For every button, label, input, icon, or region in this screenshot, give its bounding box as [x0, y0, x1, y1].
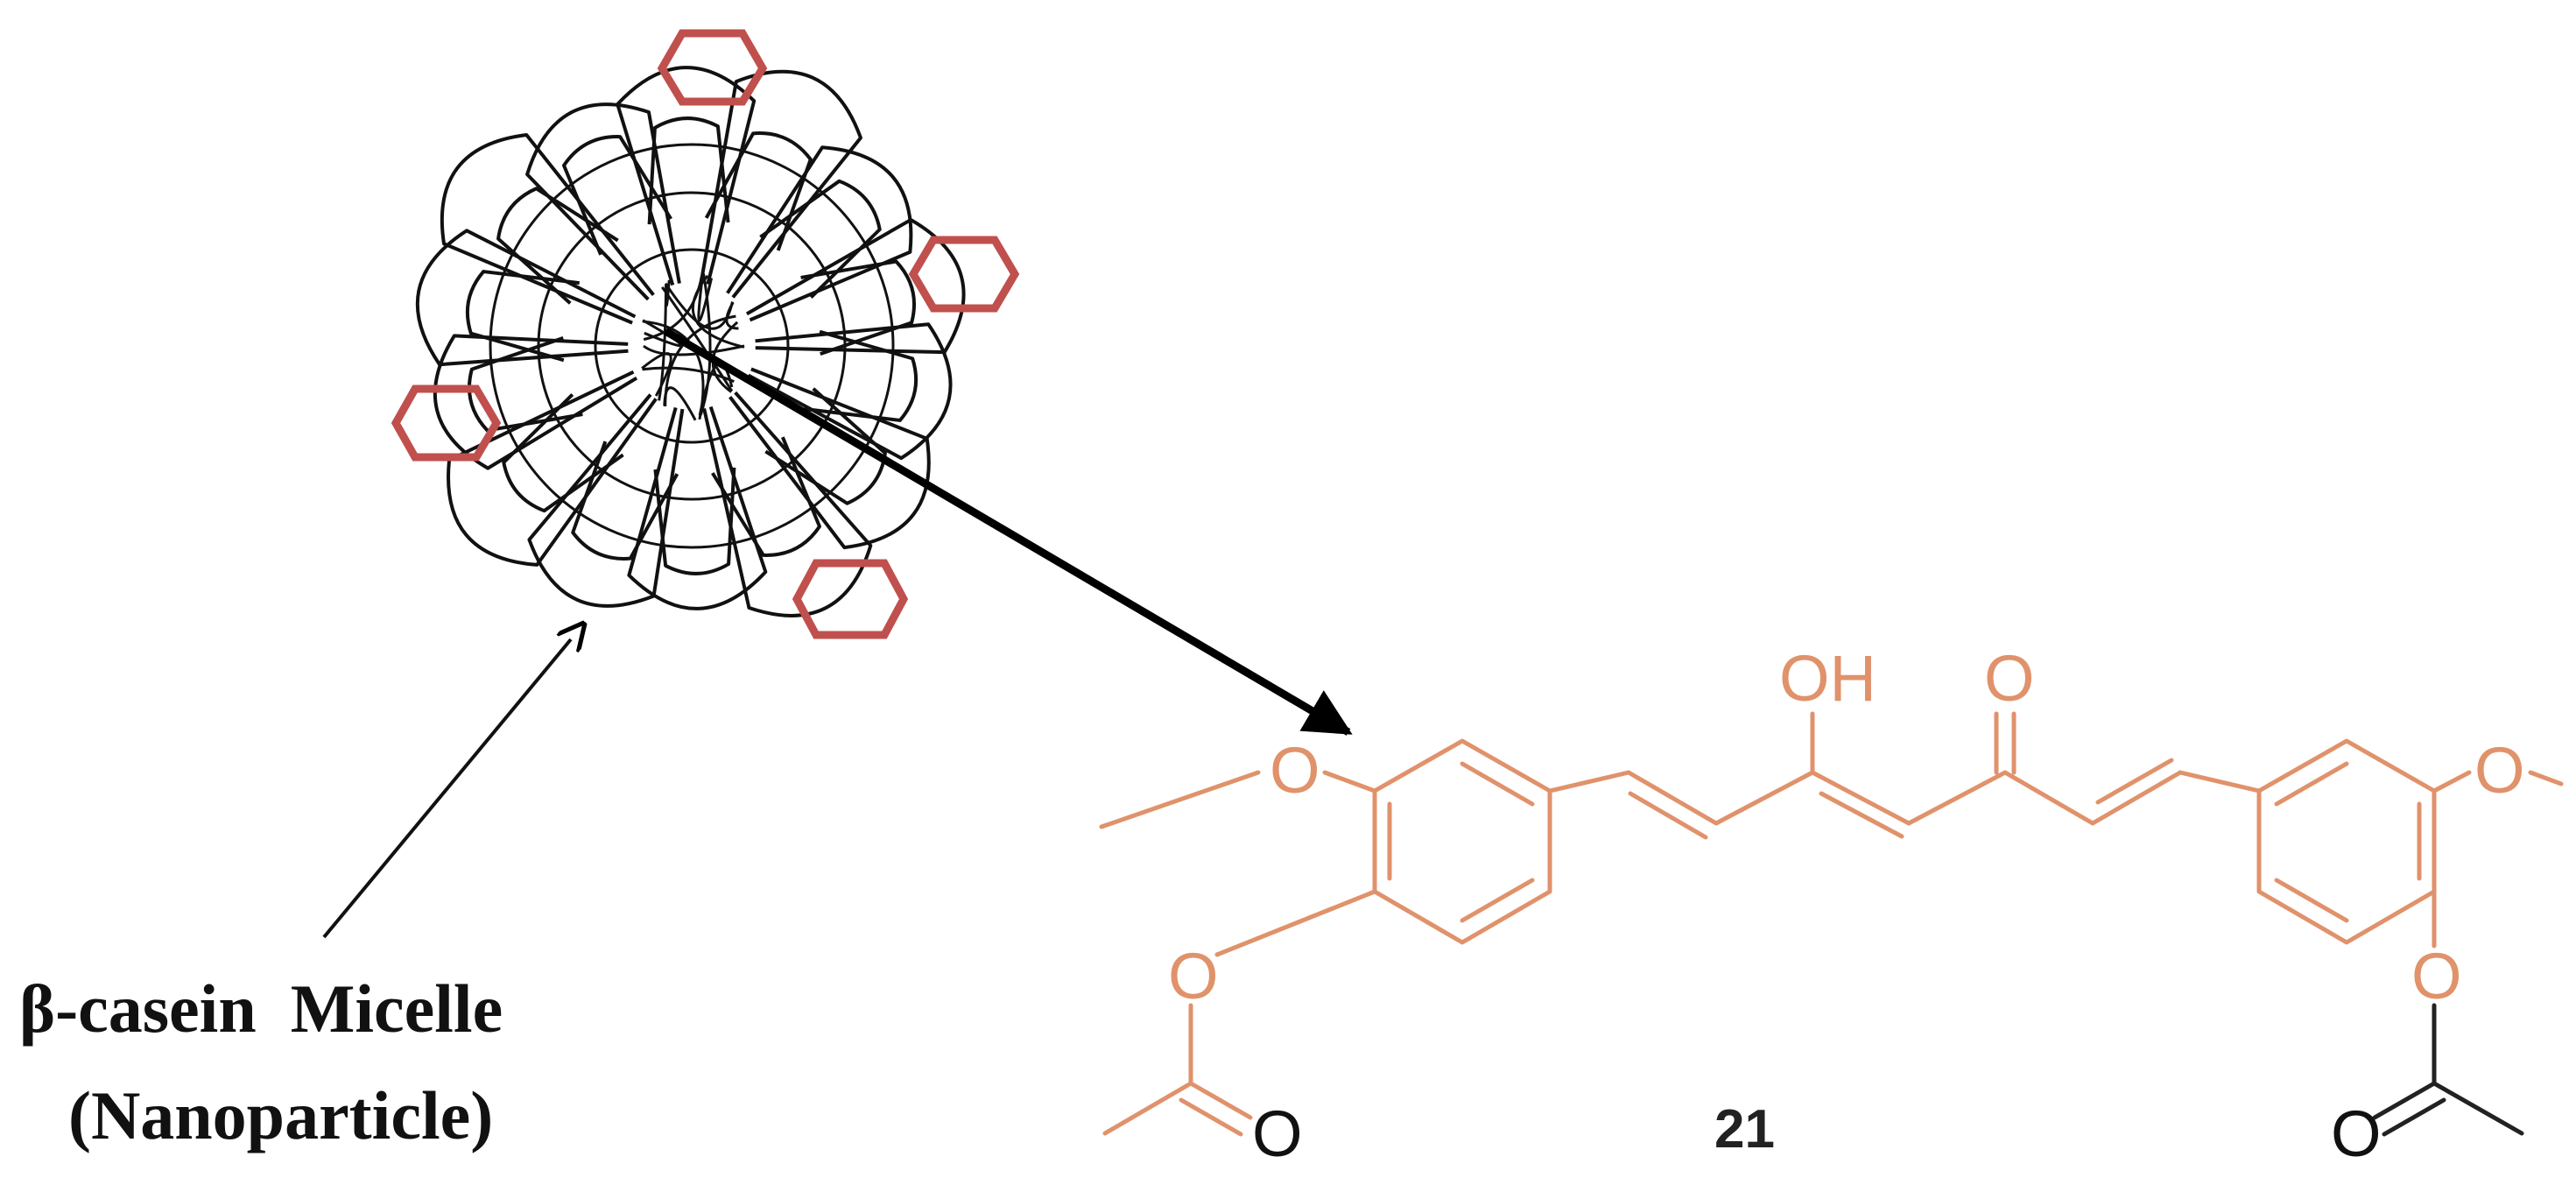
micelle-shell-ring	[594, 248, 790, 444]
casein-chain-loop	[440, 132, 655, 325]
casein-chain-inner-loop	[800, 259, 916, 356]
chain-bond-6	[2002, 770, 2095, 826]
right-methoxy-bond	[2432, 770, 2472, 793]
casein-chain-loop	[525, 102, 681, 301]
casein-chain-inner-loop	[653, 467, 736, 575]
chain-bond-3	[1714, 770, 1815, 826]
chain-bond-4-double	[1819, 791, 1904, 839]
right-methyl-bond	[2528, 770, 2564, 786]
right-ring-double-bond-3	[2274, 878, 2349, 923]
micelle-core-strand	[642, 366, 735, 384]
chain-bond-4	[1810, 770, 1911, 826]
left-acetoxy-bond	[1214, 889, 1377, 957]
micelle-core-strand	[725, 301, 739, 330]
casein-chain-inner-loop	[804, 329, 918, 422]
casein-chain-inner-loop	[465, 270, 580, 363]
right-carbonyl-o-label: O	[2331, 1097, 2382, 1170]
left-acetoxy-o-label: O	[1168, 940, 1219, 1012]
casein-chain-inner-loop	[647, 116, 730, 225]
compound-number: 21	[1714, 1099, 1775, 1160]
chain-bond-1	[1547, 770, 1631, 793]
micelle-core-strand	[697, 277, 714, 322]
left-ring-double-bond-2	[1460, 761, 1535, 807]
drug-markers	[391, 29, 1020, 639]
left-acetyl-methyl	[1102, 1081, 1193, 1136]
micelle-core-strand	[665, 279, 671, 307]
drug-marker-top	[657, 29, 768, 106]
casein-chain-inner-loop	[496, 187, 619, 305]
right-carbonyl-2	[2382, 1097, 2446, 1137]
casein-chain-inner-loop	[764, 387, 887, 505]
left-carbonyl-1	[1188, 1081, 1253, 1120]
casein-chain-inner-loop	[502, 393, 624, 513]
right-acetyl-methyl	[2432, 1081, 2524, 1136]
enol-oh-label: OH	[1779, 642, 1876, 715]
right-carbonyl-1	[2372, 1081, 2437, 1120]
casein-chain-loop	[527, 393, 685, 608]
micelle-core-strand	[663, 386, 697, 421]
casein-chain-loop	[616, 66, 757, 286]
micelle-label-line1: β-casein Micelle	[19, 970, 503, 1047]
left-methyl-bond	[1099, 770, 1261, 829]
chain-bond-7-double	[2095, 758, 2174, 805]
left-benzene-ring	[1372, 738, 1552, 945]
micelle-core-strand	[641, 352, 672, 397]
casein-chain-inner-loop	[562, 135, 672, 256]
ketone-o-label: O	[1984, 642, 2035, 715]
right-acetoxy-o-label: O	[2411, 940, 2462, 1012]
left-carbonyl-2	[1179, 1097, 1243, 1137]
casein-chain-loops	[415, 66, 966, 617]
casein-chain-inner-loop	[704, 131, 813, 251]
casein-chain-loop	[745, 217, 966, 355]
casein-chain-loop	[726, 145, 913, 322]
casein-chain-loop	[447, 370, 658, 567]
casein-chain-loop	[627, 406, 768, 610]
casein-chain-inner-loop	[759, 179, 882, 299]
casein-chain-loop	[747, 322, 953, 461]
chain-bond-2	[1626, 770, 1719, 826]
right-ring-double-bond-2	[2274, 761, 2349, 807]
right-acetate-group	[2372, 1003, 2524, 1137]
left-carbonyl-o-label: O	[1252, 1097, 1303, 1170]
chain-bond-8	[2178, 770, 2262, 793]
micelle-nanoparticle	[391, 29, 1020, 639]
left-methoxy-o-label: O	[1270, 734, 1320, 807]
left-methoxy-bond	[1322, 770, 1377, 793]
chain-bond-2-double	[1628, 791, 1708, 840]
drug-marker-bottom	[792, 559, 909, 639]
casein-chain-inner-loop	[711, 436, 821, 557]
label-pointer-arrow	[322, 639, 571, 939]
casein-chain-inner-loop	[468, 335, 583, 433]
micelle-shell-ring	[489, 143, 895, 549]
micelle-label-line2: (Nanoparticle)	[68, 1077, 493, 1153]
curcumin-diacetate-structure	[1099, 711, 2564, 1137]
drug-marker-right	[908, 236, 1020, 313]
drug-marker-left	[391, 384, 502, 462]
micelle-shell-ring	[537, 191, 847, 501]
right-methoxy-o-label: O	[2474, 734, 2525, 807]
micelle-core	[489, 143, 895, 549]
chain-bond-7	[2090, 770, 2183, 826]
chain-bond-5	[1906, 770, 2008, 826]
casein-chain-loop	[728, 367, 931, 550]
casein-chain-loop	[415, 229, 637, 367]
casein-chain-loop	[433, 334, 638, 470]
micelle-core-strand	[642, 319, 683, 348]
casein-chain-inner-loop	[571, 441, 679, 561]
micelle-core-strand	[643, 344, 745, 356]
left-ring-double-bond-3	[1460, 878, 1535, 923]
right-benzene-ring	[2256, 738, 2437, 945]
encapsulation-arrow	[663, 328, 1353, 736]
